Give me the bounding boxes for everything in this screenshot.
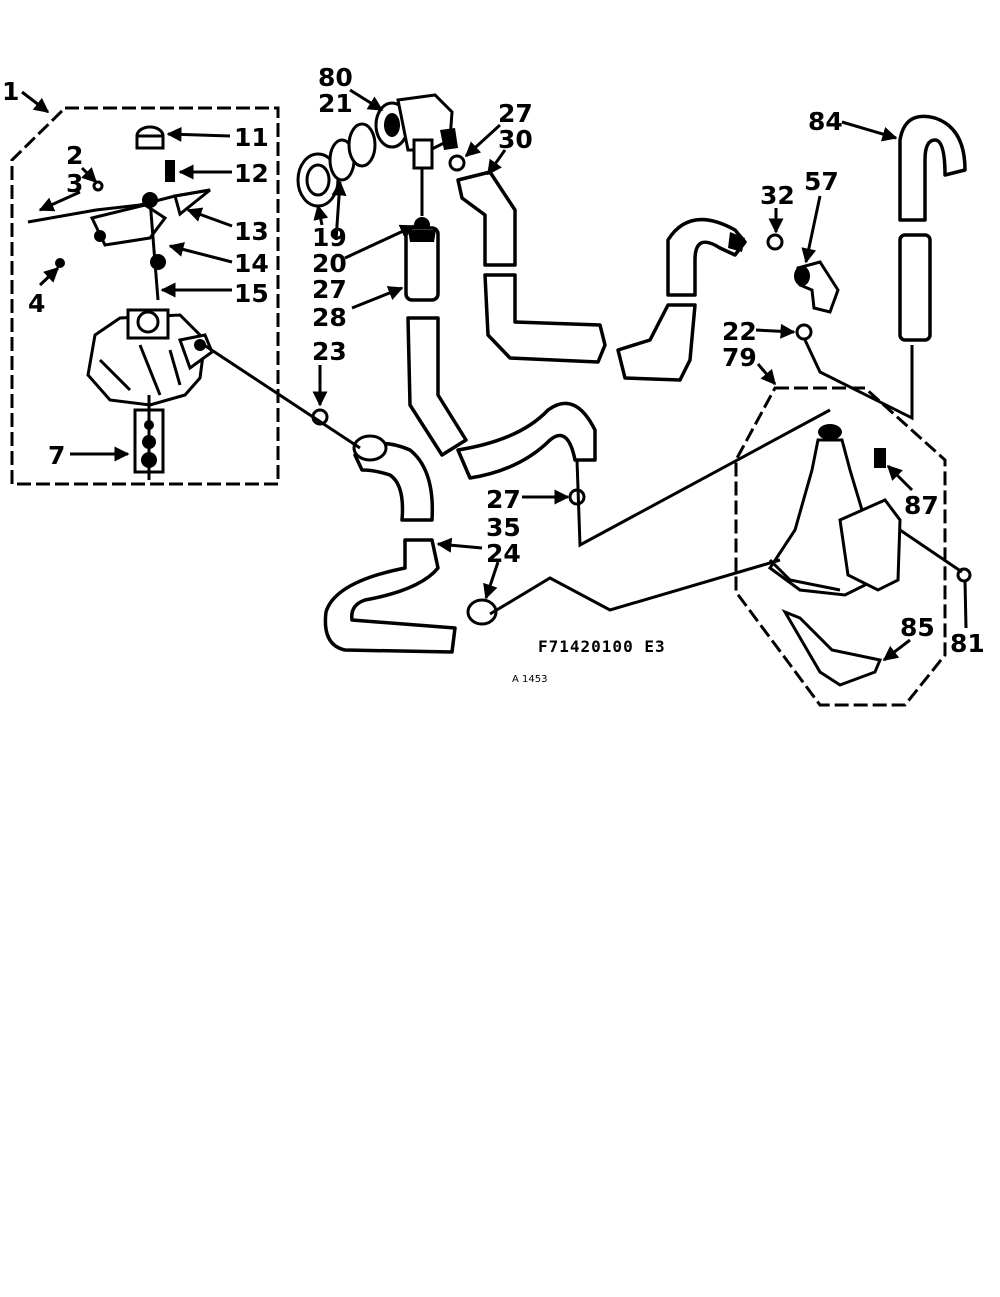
tub-assembly	[767, 424, 972, 687]
inlet-connector-assembly	[296, 93, 466, 208]
label-14: 14	[234, 249, 269, 278]
label-24: 24	[486, 539, 521, 568]
hose-28-assembly	[404, 217, 597, 480]
label-4: 4	[28, 289, 45, 318]
label-12: 12	[234, 159, 269, 188]
label-79: 79	[722, 343, 757, 372]
label-23: 23	[312, 337, 347, 366]
label-19: 19	[312, 223, 347, 252]
part-labels: 1 2 3 4 7 11 12 13 14 15 80 21 19 20 27 …	[2, 63, 985, 658]
label-11: 11	[234, 123, 269, 152]
label-81: 81	[950, 629, 985, 658]
hose-30-assembly	[456, 170, 607, 364]
label-85: 85	[900, 613, 935, 642]
label-27-top: 27	[498, 99, 533, 128]
label-27-lower: 27	[486, 485, 521, 514]
label-15: 15	[234, 279, 269, 308]
label-13: 13	[234, 217, 269, 246]
reference-code: F71420100 E3	[538, 637, 666, 656]
tub-assembly-box	[734, 386, 947, 707]
pump-assembly-box	[10, 106, 280, 486]
label-21: 21	[318, 89, 353, 118]
leader-arrows	[21, 88, 914, 662]
label-7: 7	[48, 441, 65, 470]
small-code: A 1453	[512, 674, 547, 685]
connector-lines	[203, 168, 968, 629]
label-22: 22	[722, 317, 757, 346]
label-28: 28	[312, 303, 347, 332]
hose-35-assembly	[311, 408, 586, 654]
label-3: 3	[66, 169, 83, 198]
label-30: 30	[498, 125, 533, 154]
label-32: 32	[760, 181, 795, 210]
label-27-upper-left: 27	[312, 275, 347, 304]
hose-84	[898, 114, 967, 342]
label-87: 87	[904, 491, 939, 520]
pump-assembly	[27, 125, 214, 480]
label-35: 35	[486, 513, 521, 542]
label-20: 20	[312, 249, 347, 278]
label-84: 84	[808, 107, 843, 136]
label-80: 80	[318, 63, 353, 92]
label-1: 1	[2, 77, 19, 106]
label-2: 2	[66, 141, 83, 170]
hose-32-assembly	[616, 217, 840, 382]
label-57: 57	[804, 167, 839, 196]
